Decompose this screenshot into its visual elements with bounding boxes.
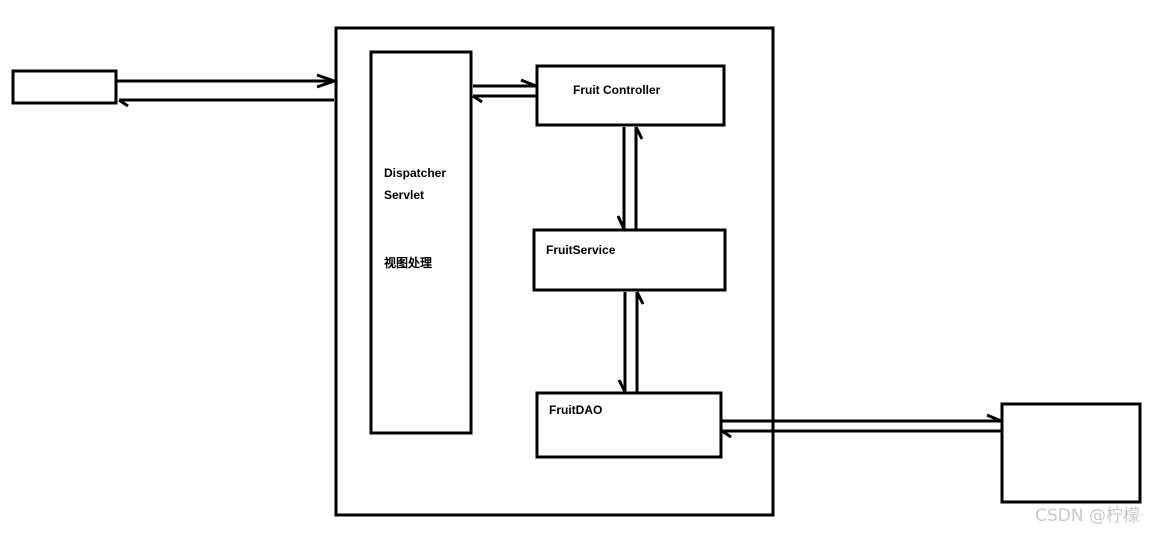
- dao-to-database-arrow: [722, 413, 1002, 423]
- fruit-service-box: [532, 228, 727, 292]
- client-request-arrow: [116, 73, 339, 89]
- dispatcher-label-line1: Dispatcher: [384, 166, 446, 180]
- controller-to-dispatcher-arrow: [472, 94, 536, 104]
- dispatcher-to-controller-arrow: [473, 78, 537, 88]
- dispatcher-servlet-box: [369, 50, 473, 435]
- fruit-controller-label: Fruit Controller: [573, 83, 661, 97]
- controller-to-service-arrow: [616, 127, 626, 230]
- dao-to-service-arrow: [635, 291, 645, 392]
- client-response-arrow: [118, 98, 334, 108]
- fruit-dao-box: [535, 391, 723, 459]
- dispatcher-label-line2: Servlet: [384, 188, 424, 202]
- watermark: CSDN @柠檬: [1035, 506, 1140, 526]
- fruit-service-label: FruitService: [546, 243, 616, 257]
- service-to-controller-arrow: [634, 126, 644, 229]
- dispatcher-note: 视图处理: [384, 255, 432, 270]
- application-container: [334, 26, 775, 517]
- fruit-dao-label: FruitDAO: [549, 403, 602, 417]
- database-to-dao-arrow: [721, 429, 1001, 439]
- service-to-dao-arrow: [617, 292, 627, 393]
- client-box: [11, 69, 118, 105]
- fruit-controller-box: [535, 64, 726, 127]
- database-box: [1000, 402, 1142, 504]
